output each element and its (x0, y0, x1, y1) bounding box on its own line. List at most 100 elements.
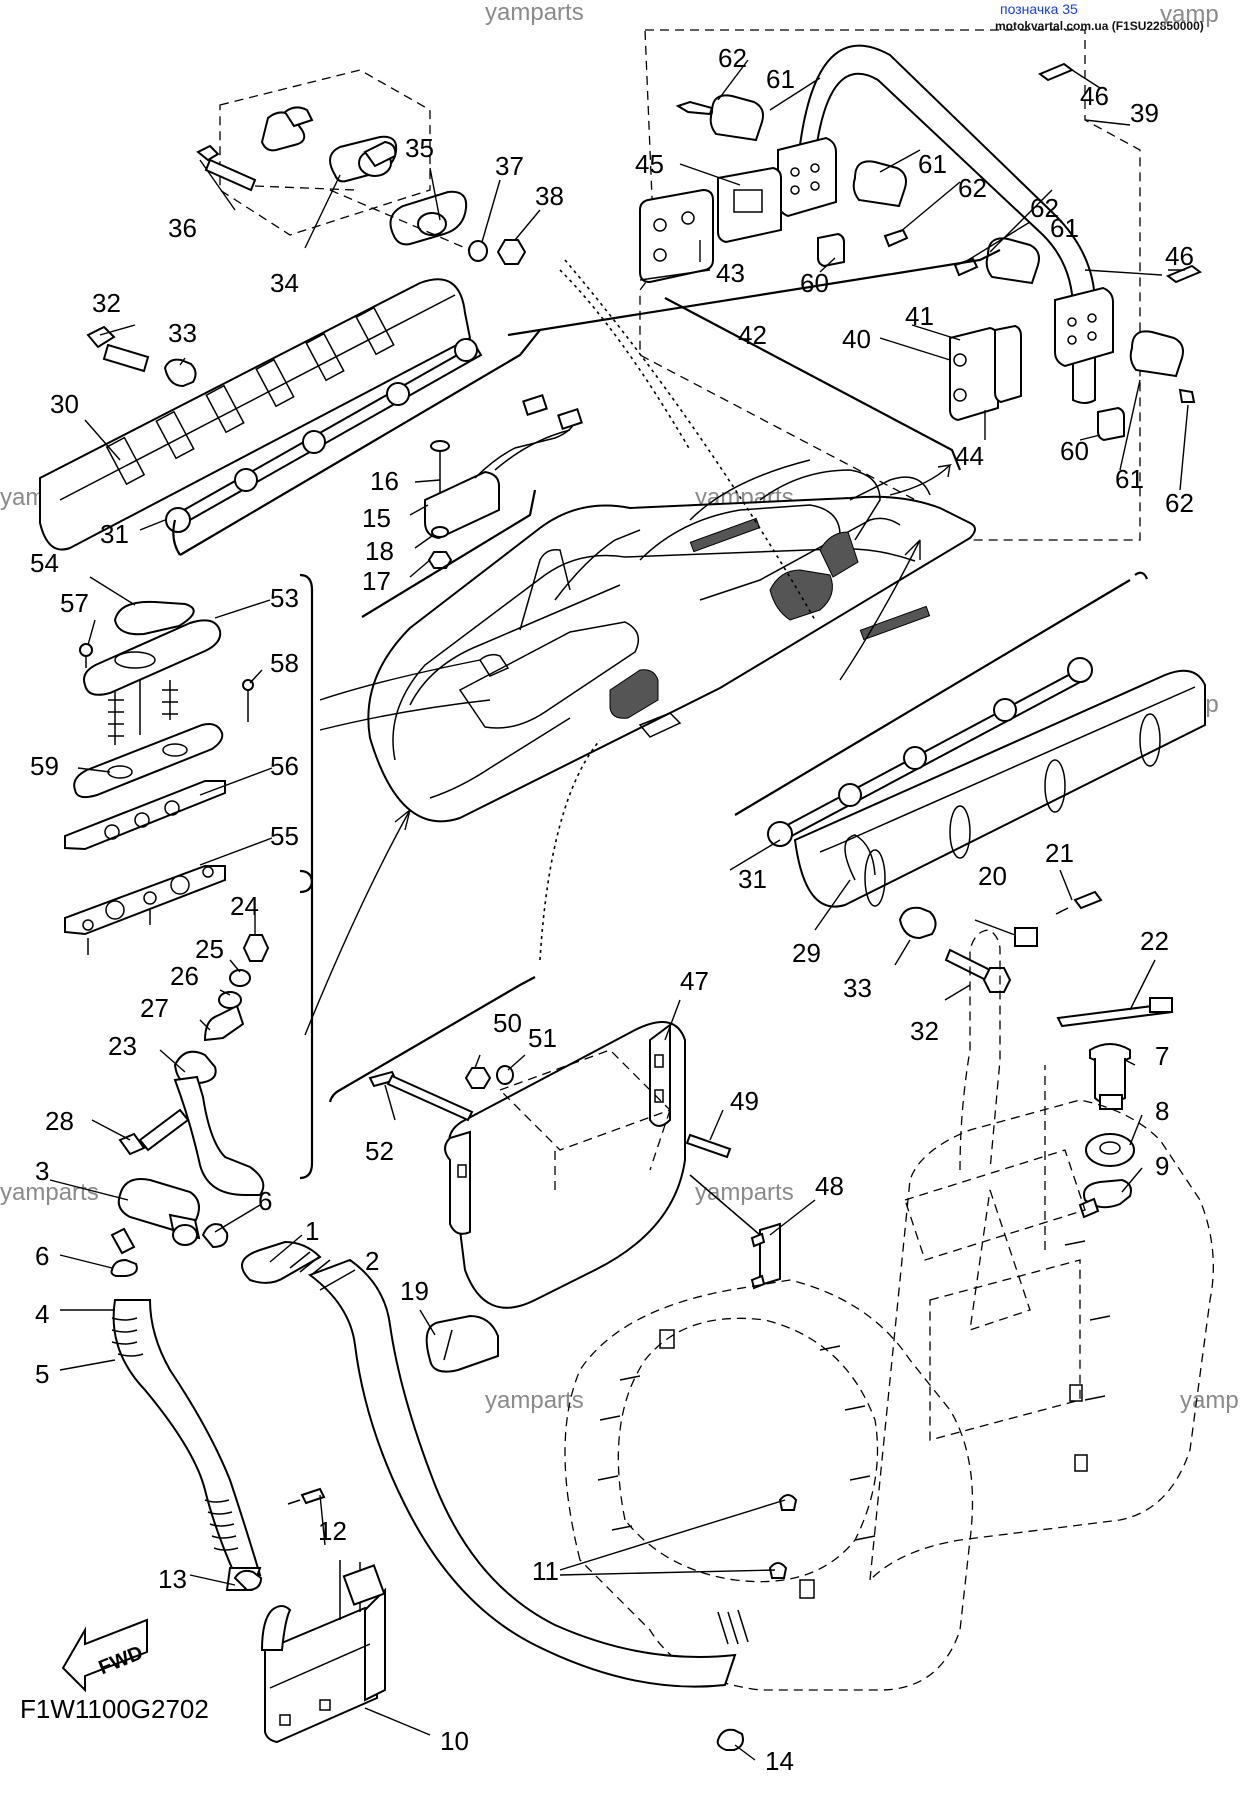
group-39-46 (507, 29, 1202, 541)
callout-45: 45 (635, 149, 664, 179)
callout-43: 43 (716, 258, 745, 288)
watermark-top-right: yamp (1160, 1, 1219, 28)
callout-61: 61 (1050, 213, 1079, 243)
callout-32: 32 (92, 288, 121, 318)
callout-33: 33 (168, 318, 197, 348)
callout-60: 60 (1060, 436, 1089, 466)
callout-62: 62 (1030, 193, 1059, 223)
callout-46: 46 (1080, 81, 1109, 111)
callout-8: 8 (1155, 1096, 1169, 1126)
callout-17: 17 (362, 566, 391, 596)
drawing-code: F1W1100G2702 (20, 1694, 209, 1724)
callout-32: 32 (910, 1016, 939, 1046)
callout-41: 41 (905, 301, 934, 331)
callout-18: 18 (365, 536, 394, 566)
leader-lines (49, 59, 1189, 1761)
callout-20: 20 (978, 861, 1007, 891)
group-34-38 (196, 69, 527, 265)
group-53-59 (64, 573, 314, 955)
callout-23: 23 (108, 1031, 137, 1061)
callout-15: 15 (362, 503, 391, 533)
callout-26: 26 (170, 961, 199, 991)
callout-13: 13 (158, 1564, 187, 1594)
callout-58: 58 (270, 648, 299, 678)
callout-61: 61 (1115, 464, 1144, 494)
callout-2: 2 (365, 1246, 379, 1276)
callout-5: 5 (35, 1359, 49, 1389)
callout-54: 54 (30, 548, 59, 578)
callout-21: 21 (1045, 838, 1074, 868)
callout-6: 6 (35, 1241, 49, 1271)
watermark-left-2: yamparts (0, 1179, 99, 1206)
callout-10: 10 (440, 1726, 469, 1756)
callout-numbers: 62 61 46 39 45 61 62 62 61 43 60 46 42 4… (30, 43, 1194, 1776)
callout-60: 60 (800, 268, 829, 298)
callout-11: 11 (532, 1556, 559, 1586)
bracket-30 (172, 329, 541, 556)
leader-rail (559, 269, 691, 451)
callout-14: 14 (765, 1746, 794, 1776)
callout-12: 12 (318, 1516, 347, 1546)
callout-16: 16 (370, 466, 399, 496)
callout-62: 62 (958, 173, 987, 203)
callout-7: 7 (1155, 1041, 1169, 1071)
callout-49: 49 (730, 1086, 759, 1116)
watermark-lower-right: yamp (1180, 1387, 1239, 1414)
callout-52: 52 (365, 1136, 394, 1166)
watermark-top: yamparts (485, 0, 584, 26)
callout-34: 34 (270, 268, 299, 298)
callout-38: 38 (535, 181, 564, 211)
group-15-18 (361, 393, 583, 618)
callout-29: 29 (792, 938, 821, 968)
group-23-28 (118, 869, 314, 1196)
callout-28: 28 (45, 1106, 74, 1136)
callout-35: 35 (405, 133, 434, 163)
group-47-52 (328, 976, 781, 1373)
leader-handle (564, 259, 816, 621)
fwd-arrow: FWD (61, 1618, 148, 1693)
callout-3: 3 (35, 1156, 49, 1186)
callout-59: 59 (30, 751, 59, 781)
callout-62: 62 (718, 43, 747, 73)
callout-61: 61 (918, 149, 947, 179)
hoses-and-vent: FWD (61, 1178, 749, 1744)
rub-rail-left (39, 278, 483, 551)
group-7-9 (1044, 1043, 1135, 1250)
callout-9: 9 (1155, 1151, 1169, 1181)
callout-30: 30 (50, 389, 79, 419)
callout-31: 31 (738, 864, 767, 894)
callout-39: 39 (1130, 98, 1159, 128)
callout-61: 61 (766, 64, 795, 94)
callout-6: 6 (258, 1186, 272, 1216)
callout-40: 40 (842, 324, 871, 354)
callout-53: 53 (270, 583, 299, 613)
callout-47: 47 (680, 966, 709, 996)
callout-27: 27 (140, 993, 169, 1023)
callout-37: 37 (495, 151, 524, 181)
source-url: motokvartal.com.ua (F1SU22850000) (995, 19, 1204, 33)
callout-56: 56 (270, 751, 299, 781)
jet-pump-housing (564, 929, 1214, 1751)
callout-24: 24 (230, 891, 259, 921)
callout-46: 46 (1165, 241, 1194, 271)
callout-42: 42 (738, 320, 767, 350)
callout-25: 25 (195, 934, 224, 964)
callout-55: 55 (270, 821, 299, 851)
callout-1: 1 (305, 1216, 319, 1246)
rub-rail-right (734, 571, 1206, 1028)
callout-36: 36 (168, 213, 197, 243)
watermark-lower: yamparts (485, 1387, 584, 1414)
callout-19: 19 (400, 1276, 429, 1306)
callout-51: 51 (528, 1023, 557, 1053)
callout-62: 62 (1165, 488, 1194, 518)
callout-44: 44 (955, 441, 984, 471)
page-tag: позначка 35 (1000, 1, 1078, 17)
callout-22: 22 (1140, 926, 1169, 956)
callout-31: 31 (100, 519, 129, 549)
callout-48: 48 (815, 1171, 844, 1201)
jet-ski-hull (367, 459, 976, 823)
callout-4: 4 (35, 1299, 49, 1329)
leader-cover (539, 739, 601, 961)
callout-33: 33 (843, 973, 872, 1003)
